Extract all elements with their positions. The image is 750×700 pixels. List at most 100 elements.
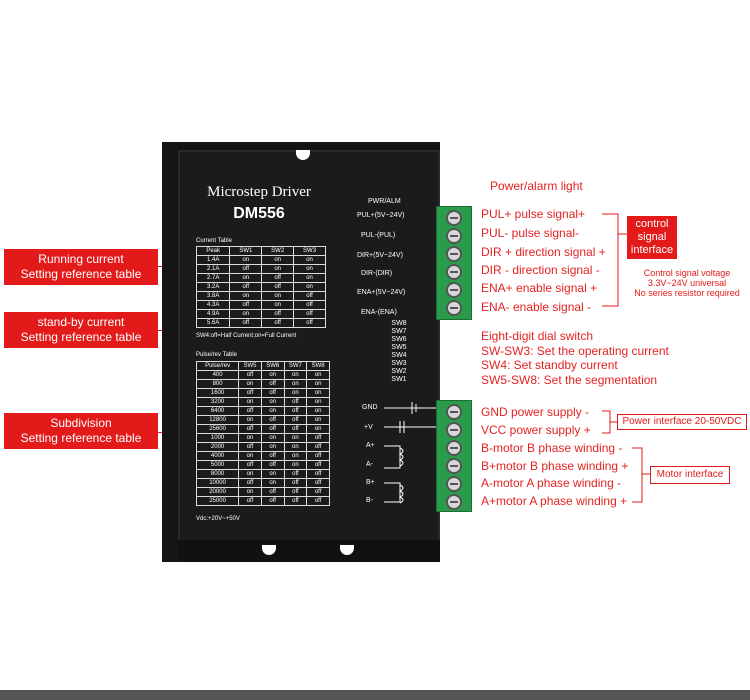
- table-cell: 3.8A: [195, 291, 231, 301]
- table-cell: on: [293, 273, 326, 283]
- table-header-cell: Pulse/rev: [195, 361, 240, 371]
- table-cell: on: [260, 442, 285, 452]
- table-cell: off: [306, 469, 330, 479]
- table-cell: on: [260, 478, 285, 488]
- table-cell: off: [283, 397, 308, 407]
- screw-icon[interactable]: [446, 246, 462, 262]
- table-cell: off: [283, 424, 308, 434]
- table-cell: 4.3A: [195, 300, 231, 310]
- table-cell: off: [306, 442, 330, 452]
- table-cell: on: [261, 291, 295, 301]
- table-cell: off: [306, 478, 330, 488]
- sw-label: SW7: [391, 328, 407, 335]
- screw-icon[interactable]: [446, 300, 462, 316]
- current-table-caption: Current Table: [196, 238, 232, 244]
- screw-icon[interactable]: [446, 282, 462, 298]
- standby-current-label: stand-by current Setting reference table: [4, 312, 158, 348]
- table-cell: on: [260, 406, 285, 416]
- screw-icon[interactable]: [446, 404, 462, 420]
- vcc-line: VCC power supply +: [481, 423, 591, 437]
- table-cell: on: [283, 433, 308, 443]
- note-line: Control signal voltage: [643, 268, 731, 278]
- table-header-cell: SW6: [260, 361, 285, 371]
- signal-line-3: DIR + direction signal +: [481, 245, 606, 259]
- table-cell: 4000: [195, 451, 240, 461]
- pulse-table-caption: Pulse/rev Table: [196, 352, 237, 358]
- table-cell: off: [229, 282, 263, 292]
- table-cell: off: [306, 487, 330, 497]
- pin-gnd: GND: [362, 404, 378, 411]
- screw-icon[interactable]: [446, 422, 462, 438]
- screw-icon[interactable]: [446, 264, 462, 280]
- table-cell: off: [260, 460, 285, 470]
- label-line: Setting reference table: [20, 431, 142, 445]
- dial-line-1: SW-SW3: Set the operating current: [481, 344, 669, 358]
- subdivision-label: Subdivision Setting reference table: [4, 413, 158, 449]
- pin-vplus: +V: [364, 424, 373, 431]
- dip-switch-labels: SW8 SW7 SW6 SW5 SW4 SW3 SW2 SW1: [384, 320, 414, 383]
- signal-line-4: DIR - direction signal -: [481, 263, 600, 277]
- pin-a-minus: A-: [366, 461, 373, 468]
- table-cell: off: [238, 388, 262, 398]
- screw-icon[interactable]: [446, 458, 462, 474]
- screw-icon[interactable]: [446, 228, 462, 244]
- table-cell: off: [238, 370, 262, 380]
- pin-b-minus: B-: [366, 497, 373, 504]
- pin-b-plus: B+: [366, 479, 375, 486]
- table-cell: off: [260, 487, 285, 497]
- table-cell: 8000: [195, 469, 240, 479]
- control-voltage-note: Control signal voltage 3.3V~24V universa…: [626, 268, 748, 298]
- table-cell: on: [238, 397, 262, 407]
- table-cell: on: [306, 424, 330, 434]
- table-cell: 5000: [195, 460, 240, 470]
- table-cell: on: [260, 370, 285, 380]
- screw-icon[interactable]: [446, 476, 462, 492]
- table-header-cell: SW1: [229, 246, 263, 256]
- vdc-note: Vdc:+20V~+50V: [196, 516, 240, 522]
- table-cell: off: [238, 496, 262, 506]
- note-line: No series resistor required: [634, 288, 740, 298]
- note-line: 3.3V~24V universal: [647, 278, 727, 288]
- table-header-cell: SW3: [293, 246, 326, 256]
- table-cell: 25000: [195, 496, 240, 506]
- pin-pul-plus: PUL+(5V~24V): [357, 212, 405, 219]
- device-title: Microstep Driver: [207, 184, 311, 200]
- table-cell: off: [260, 388, 285, 398]
- table-cell: off: [261, 273, 295, 283]
- table-cell: on: [283, 451, 308, 461]
- table-cell: off: [283, 415, 308, 425]
- dial-line-2: SW4: Set standby current: [481, 358, 618, 372]
- screw-icon[interactable]: [446, 494, 462, 510]
- signal-bracket: [602, 213, 628, 307]
- table-cell: on: [293, 282, 326, 292]
- table-cell: on: [229, 291, 263, 301]
- motor-line-2: B+motor B phase winding +: [481, 459, 629, 473]
- screw-icon[interactable]: [446, 440, 462, 456]
- screw-icon[interactable]: [446, 210, 462, 226]
- table-header-cell: SW5: [238, 361, 262, 371]
- table-cell: off: [306, 433, 330, 443]
- label-line: Running current: [38, 252, 124, 266]
- table-cell: off: [260, 496, 285, 506]
- table-cell: 2.1A: [195, 264, 231, 274]
- table-cell: on: [283, 379, 308, 389]
- table-cell: on: [238, 487, 262, 497]
